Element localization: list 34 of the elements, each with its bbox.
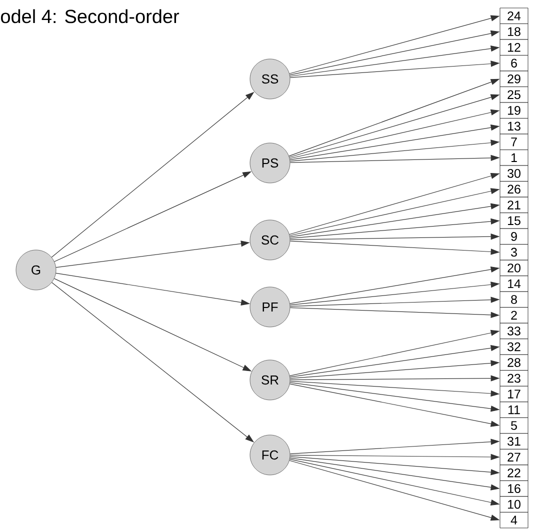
item-box: 24 [500, 8, 528, 24]
item-box: 5 [500, 417, 528, 434]
item-box: 14 [500, 276, 528, 292]
item-box: 7 [500, 134, 528, 150]
item-box: 2 [500, 307, 528, 324]
item-box: 11 [500, 402, 528, 418]
item-box: 17 [500, 386, 528, 402]
item-box: 4 [500, 512, 528, 528]
item-box: 20 [500, 260, 528, 276]
item-box: 26 [500, 181, 528, 198]
item-box: 28 [500, 354, 528, 371]
item-box: 16 [500, 480, 528, 497]
item-box: 1 [500, 150, 528, 166]
item-box: 23 [500, 370, 528, 386]
item-box: 22 [500, 464, 528, 481]
item-box: 29 [500, 70, 528, 87]
item-box: 3 [500, 244, 528, 260]
item-box: 30 [500, 165, 528, 182]
item-box: 18 [500, 24, 528, 40]
item-box: 21 [500, 196, 528, 214]
item-box: 33 [500, 322, 528, 340]
item-box: 15 [500, 212, 528, 229]
item-box: 10 [500, 496, 528, 512]
item-box: 27 [500, 449, 528, 466]
item-box: 25 [500, 86, 528, 103]
item-box: 8 [500, 291, 528, 308]
item-box: 19 [500, 102, 528, 118]
item-box: 6 [500, 55, 528, 72]
item-box: 9 [500, 228, 528, 245]
item-box: 32 [500, 338, 528, 355]
title: odel 4: Second-order [1, 9, 180, 24]
item-box: 12 [500, 39, 528, 56]
item-box: 13 [500, 118, 528, 134]
item-box: 31 [500, 433, 528, 450]
